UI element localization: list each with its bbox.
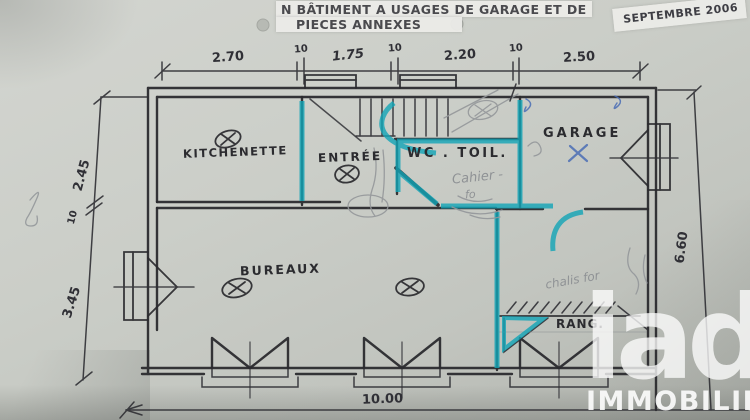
dim-wall-tick-2: 10: [387, 42, 403, 55]
document-title-line1: N BÂTIMENT A USAGES DE GARAGE ET DE: [281, 2, 587, 17]
title-strip: [276, 1, 592, 17]
door-thresholds: [201, 368, 609, 388]
room-label-rang: RANG.: [556, 317, 604, 331]
staircase: [355, 98, 449, 137]
room-label-wc: WC . TOIL.: [407, 146, 508, 161]
left-window: [113, 251, 195, 321]
double-doors: [210, 336, 600, 399]
pencil-scribbles: [25, 89, 648, 295]
iad-logo-name: IMMOBILIER: [586, 386, 750, 417]
room-label-entree: ENTRÉE: [317, 148, 383, 166]
exterior-walls: [140, 86, 658, 412]
pencil-note-wc2: fo: [464, 187, 477, 202]
title-strip-line2: [276, 17, 462, 32]
dim-top-4: 2.50: [562, 49, 596, 66]
top-windows: [304, 74, 457, 142]
dim-wall-tick-1: 10: [293, 43, 309, 56]
document-title-line2: PIECES ANNEXES: [296, 17, 422, 32]
blue-pencil-marks: [523, 95, 622, 163]
room-cross-marks: [214, 129, 425, 299]
room-label-bureaux: BUREAUX: [239, 260, 322, 279]
dim-wall-tick-3: 10: [508, 42, 524, 55]
right-window: [609, 123, 679, 191]
dimension-lines: [75, 57, 749, 419]
dim-top-3: 2.20: [443, 46, 477, 65]
room-label-garage: GARAGE: [543, 126, 622, 141]
highlighter-marks: [299, 100, 584, 368]
dim-bottom-total: 10.00: [361, 391, 404, 408]
iad-logo-mark: iad: [583, 271, 750, 406]
dim-top-1: 2.70: [211, 48, 245, 67]
